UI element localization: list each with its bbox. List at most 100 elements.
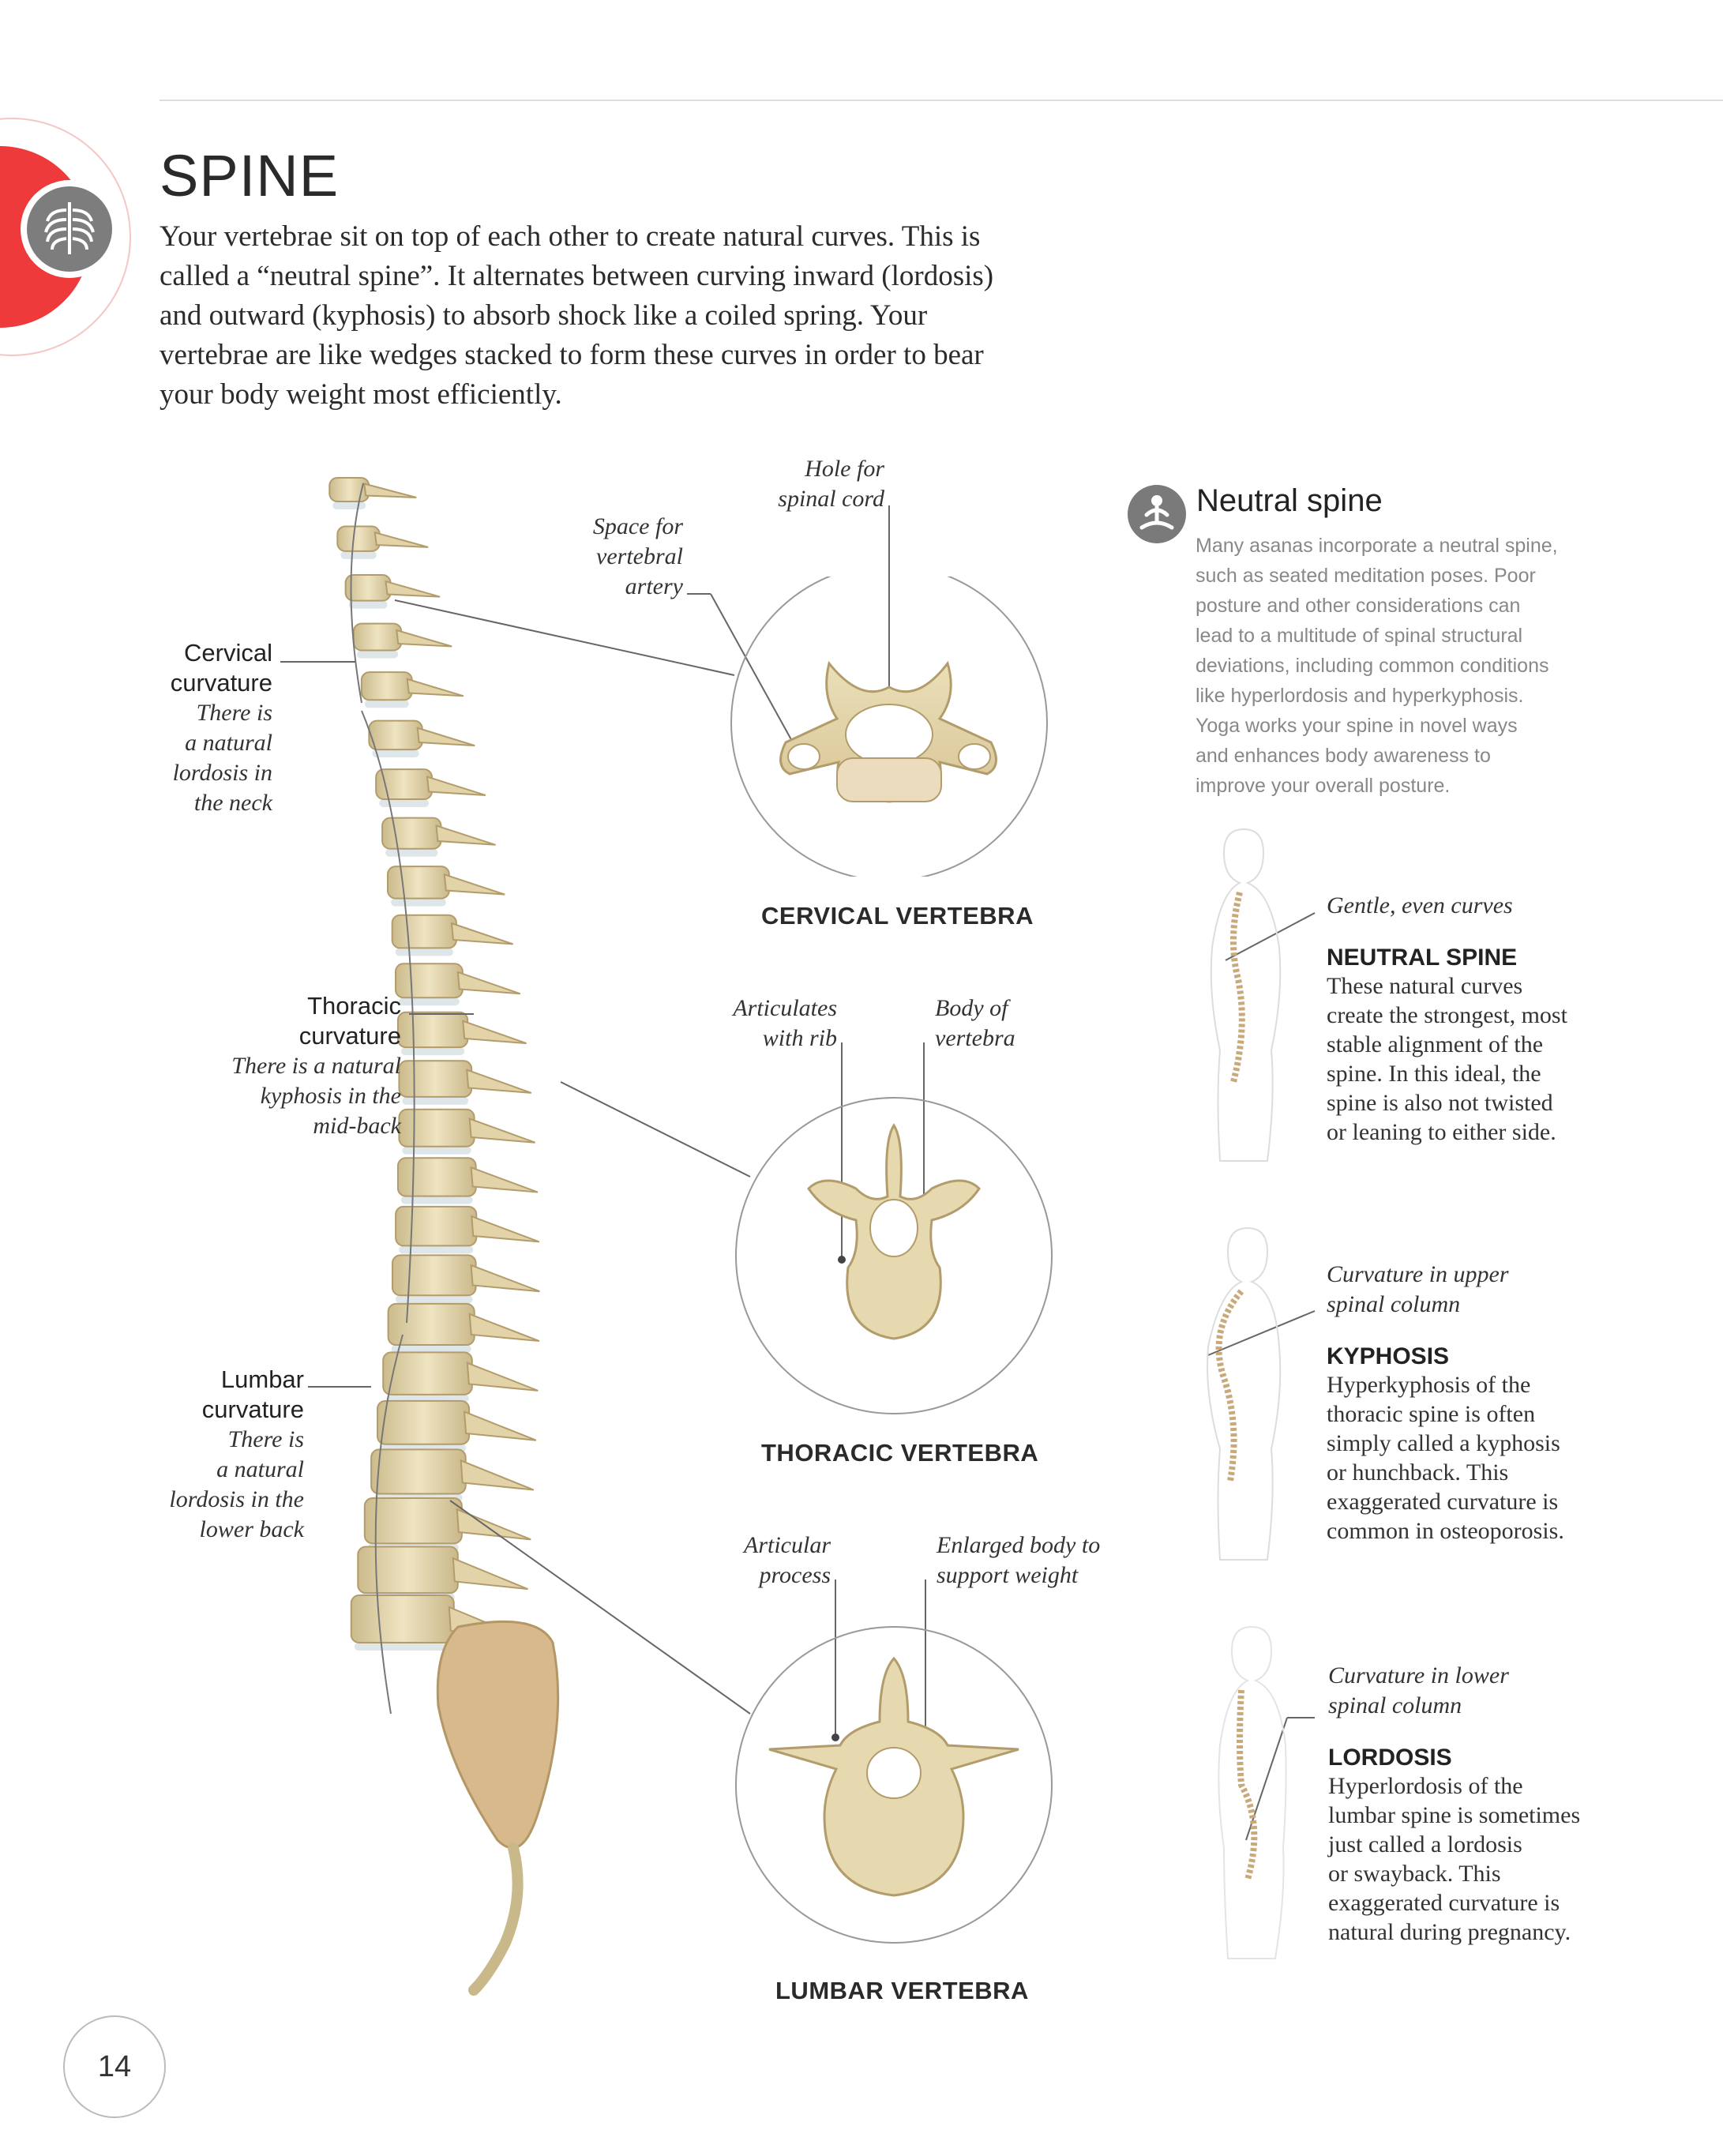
artery-label-2: vertebral — [596, 543, 683, 569]
intervertebral-disc — [400, 1047, 465, 1056]
thoracic-curvature-label: Thoracic curvature There is a natural ky… — [158, 991, 401, 1141]
callout-line-6: like hyperlordosis and hyperkyphosis. — [1196, 685, 1524, 707]
rib-label-2: with rib — [762, 1025, 837, 1051]
spinous-process — [374, 531, 429, 548]
page-title: SPINE — [160, 143, 340, 208]
articular-process-label: Articular process — [671, 1531, 831, 1591]
spinous-process — [460, 1459, 535, 1491]
intervertebral-disc — [395, 1295, 473, 1304]
cervical-curvature-label: Cervical curvature There is a natural lo… — [111, 638, 272, 818]
condition-kyphosis-title: KYPHOSIS — [1327, 1343, 1450, 1369]
condition-neutral-body-3: stable alignment of the — [1327, 1031, 1544, 1057]
thoracic-body-label-2: vertebra — [935, 1025, 1015, 1051]
spinous-process — [466, 1069, 532, 1094]
condition-kyphosis-body-4: or hunchback. This — [1327, 1459, 1509, 1486]
intervertebral-disc — [391, 1345, 471, 1354]
meditation-icon — [1126, 483, 1188, 545]
callout-line-7: Yoga works your spine in novel ways — [1196, 715, 1518, 737]
lumbar-desc-1: There is — [227, 1426, 304, 1452]
spinous-process — [406, 678, 464, 697]
intervertebral-disc — [354, 1643, 451, 1651]
spinous-process — [468, 1117, 535, 1144]
spinous-process — [471, 1215, 540, 1243]
condition-lordosis-body-5: exaggerated curvature is — [1328, 1890, 1560, 1916]
artery-label-3: artery — [625, 573, 683, 599]
condition-lordosis-body-4: or swayback. This — [1328, 1861, 1501, 1887]
condition-kyphosis-caption-2: spinal column — [1327, 1291, 1461, 1317]
cervical-desc-1: There is — [196, 700, 272, 726]
callout-line-2: such as seated meditation poses. Poor — [1196, 565, 1536, 587]
vertebral-artery-label: Space for vertebral artery — [545, 512, 683, 602]
callout-line-8: and enhances body awareness to — [1196, 745, 1491, 767]
condition-neutral: Gentle, even curves NEUTRAL SPINE These … — [1327, 891, 1658, 1147]
intervertebral-disc — [399, 997, 460, 1006]
lumbar-title-2: curvature — [201, 1395, 304, 1423]
articulates-rib-label: Articulates with rib — [679, 993, 837, 1054]
thoracic-desc-3: mid-back — [313, 1113, 401, 1139]
thoracic-vertebra-diagram — [711, 1094, 1074, 1425]
process-label-2: process — [759, 1562, 831, 1588]
thoracic-desc-1: There is a natural — [231, 1053, 401, 1079]
lordosis-figure — [1192, 1619, 1311, 1966]
condition-kyphosis: Curvature in upper spinal column KYPHOSI… — [1327, 1260, 1658, 1546]
condition-lordosis-body-2: lumbar spine is sometimes — [1328, 1802, 1581, 1828]
thoracic-desc-2: kyphosis in the — [260, 1083, 401, 1109]
thoracic-vertebra-title: THORACIC VERTEBRA — [761, 1439, 1039, 1467]
condition-kyphosis-body-3: simply called a kyphosis — [1327, 1430, 1560, 1456]
condition-lordosis-body-3: just called a lordosis — [1328, 1831, 1522, 1857]
condition-lordosis: Curvature in lower spinal column LORDOSI… — [1328, 1661, 1660, 1947]
rib-label-1: Articulates — [733, 995, 837, 1021]
condition-lordosis-caption-1: Curvature in lower — [1328, 1662, 1509, 1688]
callout-line-1: Many asanas incorporate a neutral spine, — [1196, 535, 1558, 557]
spinous-process — [470, 1166, 539, 1193]
spinous-process — [363, 483, 417, 498]
ribcage-icon — [39, 197, 99, 261]
cervical-desc-3: lordosis in — [172, 760, 272, 786]
cervical-vertebra-diagram — [711, 564, 1074, 881]
intro-paragraph: Your vertebrae sit on top of each other … — [160, 220, 994, 411]
spinous-process — [466, 1362, 539, 1392]
condition-lordosis-title: LORDOSIS — [1328, 1745, 1452, 1771]
thoracic-title-1: Thoracic — [307, 992, 401, 1020]
lumbar-body-label-2: support weight — [937, 1562, 1079, 1588]
intervertebral-disc — [364, 700, 409, 708]
cervical-vertebra-title: CERVICAL VERTEBRA — [761, 902, 1034, 930]
hole-spinal-cord-label: Hole for spinal cord — [711, 454, 884, 514]
lumbar-desc-2: a natural — [216, 1456, 304, 1482]
intervertebral-disc — [340, 550, 377, 559]
condition-neutral-body-1: These natural curves — [1327, 973, 1523, 999]
callout-line-3: posture and other considerations can — [1196, 595, 1521, 617]
callout-heading: Neutral spine — [1196, 483, 1383, 518]
condition-lordosis-body-1: Hyperlordosis of the — [1328, 1773, 1523, 1799]
hole-label-2: spinal cord — [778, 486, 884, 512]
lumbar-desc-3: lordosis in the — [169, 1486, 304, 1512]
callout-line-4: lead to a multitude of spinal structural — [1196, 625, 1523, 647]
process-label-1: Articular — [744, 1532, 831, 1558]
spinous-process — [416, 727, 475, 747]
lumbar-body-label: Enlarged body to support weight — [937, 1531, 1142, 1591]
condition-neutral-body-5: spine is also not twisted — [1327, 1090, 1553, 1116]
lumbar-vertebra-title: LUMBAR VERTEBRA — [775, 1977, 1029, 2004]
condition-lordosis-caption-2: spinal column — [1328, 1692, 1462, 1718]
spinous-process — [463, 1410, 537, 1441]
lumbar-curvature-label: Lumbar curvature There is a natural lord… — [118, 1365, 304, 1545]
kyphosis-figure — [1184, 1220, 1303, 1568]
lumbar-desc-4: lower back — [199, 1516, 304, 1542]
spinous-process — [462, 1020, 527, 1045]
spinous-process — [385, 580, 441, 598]
thoracic-title-2: curvature — [298, 1022, 401, 1050]
condition-lordosis-body-6: natural during pregnancy. — [1328, 1919, 1571, 1945]
condition-kyphosis-body-1: Hyperkyphosis of the — [1327, 1372, 1531, 1398]
intervertebral-disc — [348, 600, 388, 609]
spinous-process — [468, 1313, 540, 1343]
cervical-title-2: curvature — [170, 669, 272, 697]
header-rule — [160, 100, 1723, 101]
intervertebral-disc — [400, 1196, 473, 1204]
callout-line-9: improve your overall posture. — [1196, 775, 1451, 797]
intervertebral-disc — [402, 1096, 469, 1105]
spinous-process — [435, 824, 496, 846]
intervertebral-disc — [402, 1146, 471, 1155]
cervical-desc-4: the neck — [193, 790, 272, 816]
cervical-desc-2: a natural — [185, 730, 272, 756]
cervical-title-1: Cervical — [184, 639, 272, 667]
